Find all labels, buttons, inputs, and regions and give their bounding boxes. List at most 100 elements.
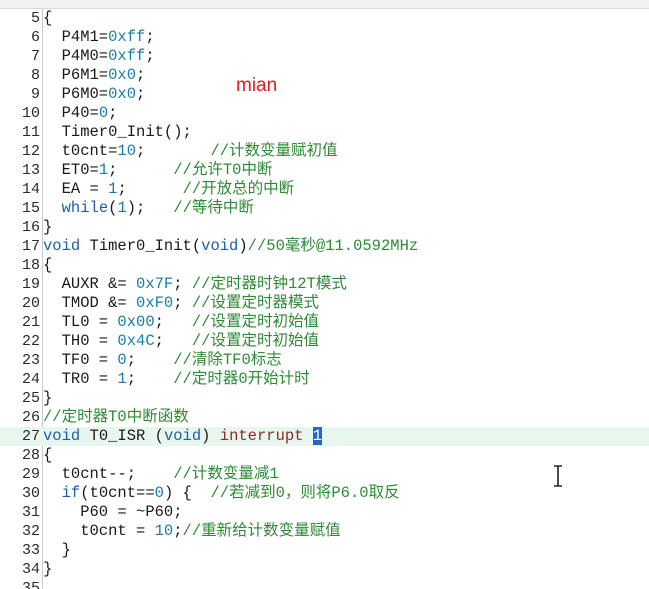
code-token: } [43, 389, 53, 407]
code-token: 10 [154, 522, 174, 540]
code-token: //等待中断 [173, 199, 254, 217]
code-line[interactable]: 20 TMOD &= 0xF0; //设置定时器模式 [0, 294, 649, 313]
code-token: ; [154, 313, 192, 331]
line-code[interactable]: Timer0_Init(); [43, 123, 192, 142]
code-token: ; [154, 332, 192, 350]
code-line[interactable]: 33 } [0, 541, 649, 560]
line-number: 22 [21, 333, 40, 350]
code-token: ; [117, 180, 183, 198]
code-token: t0cnt--; [43, 465, 174, 483]
line-code[interactable]: } [43, 389, 52, 408]
line-code[interactable]: TF0 = 0; //清除TF0标志 [43, 351, 282, 370]
code-token: //开放总的中断 [182, 180, 295, 198]
line-number: 9 [30, 86, 40, 103]
line-number: 20 [21, 295, 40, 312]
code-line[interactable]: 7 P4M0=0xff; [0, 47, 649, 66]
line-code[interactable]: void T0_ISR (void) interrupt 1 [43, 427, 323, 446]
code-token: { [43, 9, 53, 27]
line-code[interactable]: { [43, 256, 52, 275]
line-code[interactable]: P4M0=0xff; [43, 47, 155, 66]
code-token: P4M0= [43, 47, 109, 65]
line-code[interactable]: t0cnt--; //计数变量减1 [43, 465, 279, 484]
line-code[interactable]: TH0 = 0x4C; //设置定时初始值 [43, 332, 319, 351]
line-code[interactable]: while(1); //等待中断 [43, 199, 254, 218]
code-line[interactable]: 16} [0, 218, 649, 237]
line-code[interactable]: } [43, 541, 71, 560]
code-token: ; [108, 161, 174, 179]
line-code[interactable]: EA = 1; //开放总的中断 [43, 180, 295, 199]
code-line[interactable]: 19 AUXR &= 0x7F; //定时器时钟12T模式 [0, 275, 649, 294]
code-line[interactable]: 13 ET0=1; //允许T0中断 [0, 161, 649, 180]
line-code[interactable]: P6M1=0x0; [43, 66, 146, 85]
code-line[interactable]: 32 t0cnt = 10;//重新给计数变量赋值 [0, 522, 649, 541]
line-code[interactable]: //定时器T0中断函数 [43, 408, 189, 427]
code-line[interactable]: 28{ [0, 446, 649, 465]
code-line[interactable]: 22 TH0 = 0x4C; //设置定时初始值 [0, 332, 649, 351]
code-token: EA = [43, 180, 109, 198]
line-code[interactable]: P40=0; [43, 104, 118, 123]
code-token: 0xff [108, 28, 146, 46]
line-code[interactable]: { [43, 9, 52, 28]
code-token: 1 [117, 199, 127, 217]
code-line[interactable]: 18{ [0, 256, 649, 275]
code-line[interactable]: 26//定时器T0中断函数 [0, 408, 649, 427]
code-token: t0cnt = [43, 522, 155, 540]
code-line[interactable]: 5{ [0, 9, 649, 28]
code-line[interactable]: 10 P40=0; [0, 104, 649, 123]
code-line[interactable]: 25} [0, 389, 649, 408]
code-token: //清除TF0标志 [173, 351, 282, 369]
code-line[interactable]: 12 t0cnt=10; //计数变量赋初值 [0, 142, 649, 161]
code-token: ; [136, 66, 146, 84]
code-line[interactable]: 34} [0, 560, 649, 579]
code-line[interactable]: 35 [0, 579, 649, 589]
code-token: 0x0 [108, 66, 137, 84]
code-line[interactable]: 21 TL0 = 0x00; //设置定时初始值 [0, 313, 649, 332]
line-code[interactable]: if(t0cnt==0) { //若减到0，则将P6.0取反 [43, 484, 400, 503]
code-line[interactable]: 15 while(1); //等待中断 [0, 199, 649, 218]
code-line[interactable]: 23 TF0 = 0; //清除TF0标志 [0, 351, 649, 370]
line-code[interactable]: TR0 = 1; //定时器0开始计时 [43, 370, 310, 389]
code-token: //定时器T0中断函数 [43, 408, 189, 426]
code-token: 0 [117, 351, 127, 369]
code-token: //50毫秒@11.0592MHz [247, 237, 419, 255]
code-token: 0x00 [117, 313, 155, 331]
line-number: 10 [21, 105, 40, 122]
code-token [43, 484, 62, 502]
code-token: ; [126, 351, 174, 369]
code-token [43, 199, 62, 217]
line-code[interactable]: t0cnt = 10;//重新给计数变量赋值 [43, 522, 340, 541]
line-code[interactable]: TMOD &= 0xF0; //设置定时器模式 [43, 294, 319, 313]
code-token: 1 [312, 427, 323, 445]
code-line[interactable]: 24 TR0 = 1; //定时器0开始计时 [0, 370, 649, 389]
line-code[interactable]: t0cnt=10; //计数变量赋初值 [43, 142, 338, 161]
code-line[interactable]: 9 P6M0=0x0; [0, 85, 649, 104]
line-number: 7 [30, 48, 40, 65]
line-code[interactable]: TL0 = 0x00; //设置定时初始值 [43, 313, 319, 332]
line-code[interactable]: P4M1=0xff; [43, 28, 155, 47]
line-code[interactable]: } [43, 560, 52, 579]
line-code[interactable]: P6M0=0x0; [43, 85, 146, 104]
line-code[interactable]: { [43, 446, 52, 465]
i-beam-cursor-icon [554, 465, 562, 487]
code-token: ; [173, 294, 192, 312]
code-line[interactable]: 29 t0cnt--; //计数变量减1 [0, 465, 649, 484]
code-line[interactable]: 6 P4M1=0xff; [0, 28, 649, 47]
code-line[interactable]: 8 P6M1=0x0; [0, 66, 649, 85]
code-lines[interactable]: 5{6 P4M1=0xff;7 P4M0=0xff;8 P6M1=0x0;9 P… [0, 9, 649, 589]
code-line[interactable]: 30 if(t0cnt==0) { //若减到0，则将P6.0取反 [0, 484, 649, 503]
line-number: 8 [30, 67, 40, 84]
line-number: 27 [21, 428, 40, 445]
line-code[interactable]: void Timer0_Init(void)//50毫秒@11.0592MHz [43, 237, 418, 256]
line-code[interactable]: P60 = ~P60; [43, 503, 182, 522]
line-code[interactable]: AUXR &= 0x7F; //定时器时钟12T模式 [43, 275, 347, 294]
line-code[interactable]: ET0=1; //允许T0中断 [43, 161, 273, 180]
line-number: 16 [21, 219, 40, 236]
code-line[interactable]: 11 Timer0_Init(); [0, 123, 649, 142]
code-line[interactable]: 14 EA = 1; //开放总的中断 [0, 180, 649, 199]
line-code[interactable]: } [43, 218, 52, 237]
code-line[interactable]: 31 P60 = ~P60; [0, 503, 649, 522]
code-token: void [201, 237, 239, 255]
